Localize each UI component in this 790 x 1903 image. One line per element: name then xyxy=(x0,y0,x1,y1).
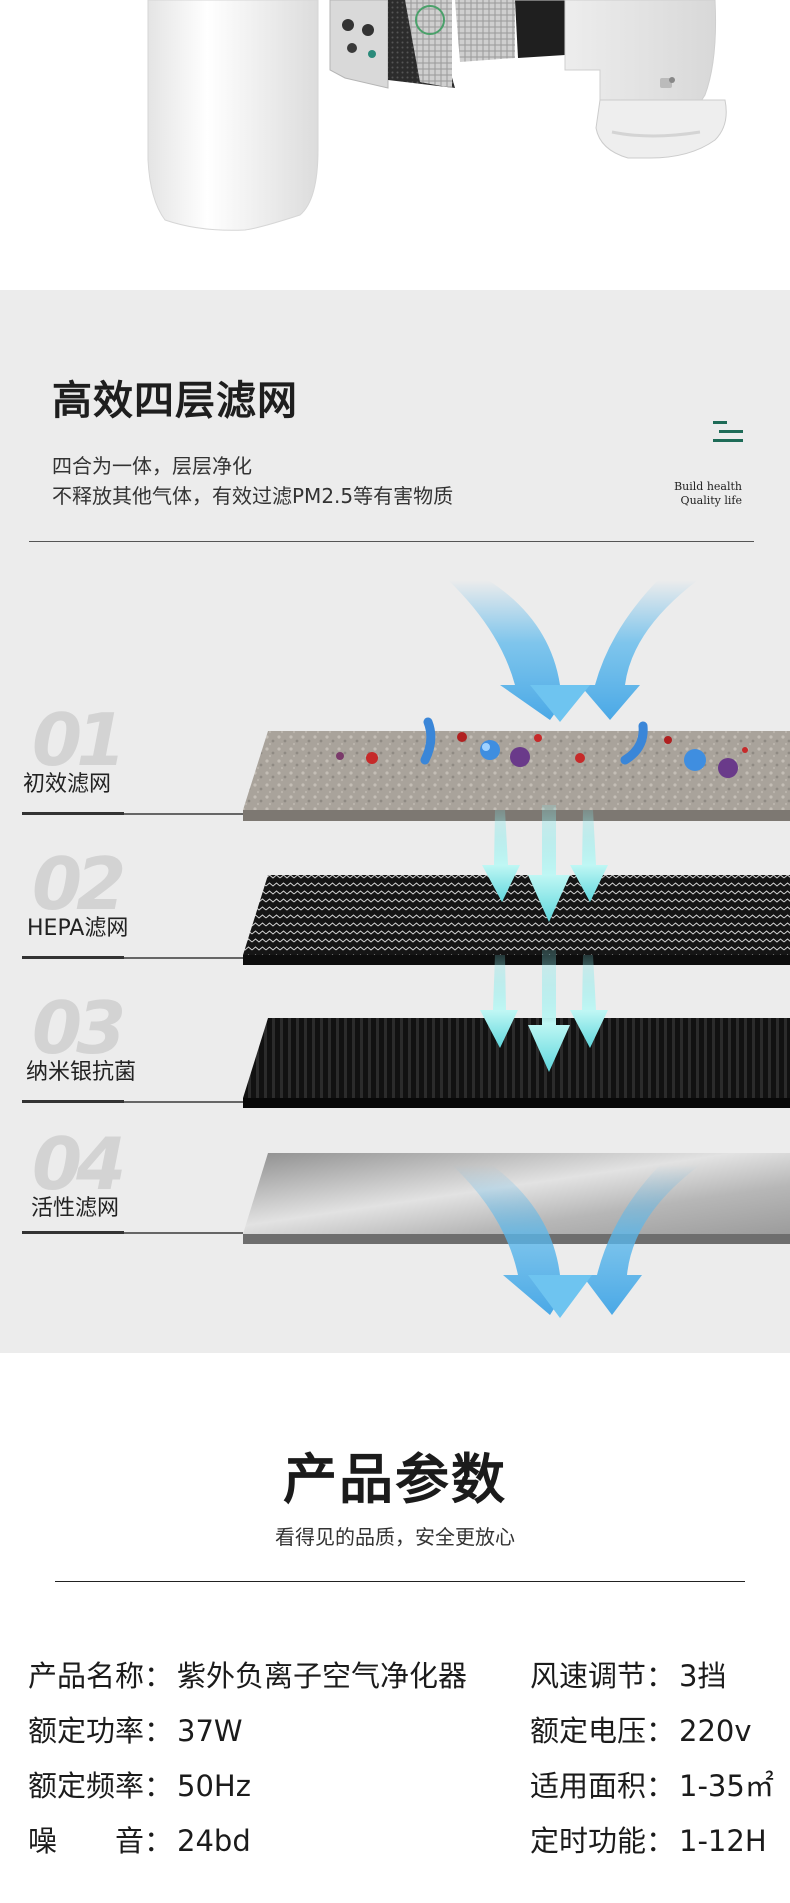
layer-2-filter xyxy=(243,875,790,965)
layer-3-name: 纳米银抗菌 xyxy=(26,1060,137,1085)
layer-4-underline xyxy=(22,1231,124,1234)
spec-noise: 噪 音：24bd xyxy=(28,1818,251,1860)
spec-value: 37W xyxy=(177,1714,243,1748)
brand-logo-icon xyxy=(713,421,743,442)
spec-wind-speed: 风速调节：3挡 xyxy=(530,1653,726,1695)
airflow-out-arrows xyxy=(452,1165,700,1318)
brand-slogan-line1: Build health xyxy=(674,480,742,493)
layer-2-name: HEPA滤网 xyxy=(27,916,129,941)
product-parameters-section: 产品参数 看得见的品质，安全更放心 产品名称：紫外负离子空气净化器 额定功率：3… xyxy=(0,1353,790,1903)
layer-3-filter xyxy=(243,1018,790,1108)
spec-label: 适用面积： xyxy=(530,1769,676,1803)
spec-timer: 定时功能：1-12H xyxy=(530,1818,767,1860)
layer-1-number: 01 xyxy=(32,698,126,782)
spec-value: 24bd xyxy=(177,1824,251,1858)
layer-4-name: 活性滤网 xyxy=(31,1196,120,1221)
spec-rated-frequency: 额定频率：50Hz xyxy=(28,1763,251,1805)
germs-icon xyxy=(336,717,748,778)
layer-3-number: 03 xyxy=(32,986,126,1070)
spec-label: 额定频率： xyxy=(28,1769,174,1803)
params-title: 产品参数 xyxy=(283,1448,507,1511)
spec-label: 额定功率： xyxy=(28,1714,174,1748)
filters-subtitle-line2: 不释放其他气体，有效过滤PM2.5等有害物质 xyxy=(52,484,454,508)
layer-3-pointer-line xyxy=(22,1101,243,1103)
filter-layers-section: 高效四层滤网 四合为一体，层层净化 不释放其他气体，有效过滤PM2.5等有害物质… xyxy=(0,290,790,1353)
filters-divider xyxy=(29,541,754,542)
spec-value: 1-12H xyxy=(679,1824,767,1858)
layer-1-underline xyxy=(22,812,124,815)
spec-label: 额定电压： xyxy=(530,1714,676,1748)
product-photo xyxy=(0,0,790,290)
spec-label: 风速调节： xyxy=(530,1659,676,1693)
brand-slogan-line2: Quality life xyxy=(680,494,742,507)
spec-value: 3挡 xyxy=(679,1659,727,1693)
filters-title: 高效四层滤网 xyxy=(52,378,298,424)
layer-1-filter xyxy=(243,717,790,821)
layer-4-number: 04 xyxy=(32,1122,126,1206)
params-divider xyxy=(55,1581,745,1582)
params-subtitle: 看得见的品质，安全更放心 xyxy=(275,1525,515,1549)
spec-label: 产品名称： xyxy=(28,1659,174,1693)
layer-3-underline xyxy=(22,1100,124,1103)
layer-2-number: 02 xyxy=(32,842,126,926)
spec-label: 噪 音： xyxy=(28,1824,174,1858)
spec-coverage-area: 适用面积：1-35㎡ xyxy=(530,1763,774,1805)
airflow-through-arrows xyxy=(480,805,608,1072)
layer-1-pointer-line xyxy=(22,813,243,815)
spec-label: 定时功能： xyxy=(530,1824,676,1858)
layer-4-pointer-line xyxy=(22,1232,243,1234)
layer-1-name: 初效滤网 xyxy=(23,772,112,797)
airflow-in-arrows xyxy=(448,580,698,722)
filter-layers-diagram xyxy=(243,580,790,1318)
air-purifier-illustration xyxy=(147,0,727,231)
spec-value: 紫外负离子空气净化器 xyxy=(177,1659,468,1693)
layer-2-underline xyxy=(22,956,124,959)
spec-rated-voltage: 额定电压：220v xyxy=(530,1708,752,1750)
spec-product-name: 产品名称：紫外负离子空气净化器 xyxy=(28,1653,467,1695)
spec-value: 1-35㎡ xyxy=(679,1769,774,1803)
spec-rated-power: 额定功率：37W xyxy=(28,1708,243,1750)
filters-subtitle-line1: 四合为一体，层层净化 xyxy=(52,454,252,478)
spec-value: 220v xyxy=(679,1714,752,1748)
spec-value: 50Hz xyxy=(177,1769,251,1803)
layer-2-pointer-line xyxy=(22,957,243,959)
